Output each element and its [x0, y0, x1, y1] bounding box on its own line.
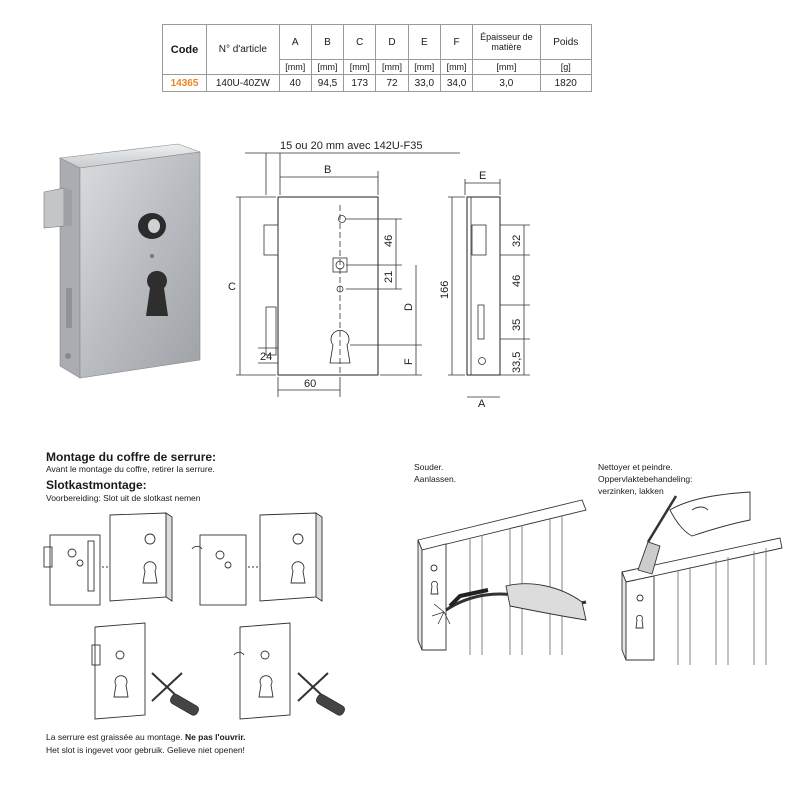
dim-60: 60 — [304, 378, 316, 390]
technical-drawing: 15 ou 20 mm avec 142U-F35 B C 24 60 46 2… — [228, 140, 530, 410]
header-article: N° d'article — [206, 24, 280, 75]
unit-f: [mm] — [439, 59, 474, 75]
cell-f: 34,0 — [439, 74, 474, 92]
dim-166: 166 — [439, 281, 451, 299]
paint-line1: Nettoyer et peindre. — [598, 462, 673, 472]
unit-e: [mm] — [407, 59, 441, 75]
cell-c: 173 — [343, 74, 377, 92]
paint-line3: verzinken, lakken — [598, 486, 664, 496]
dim-21: 21 — [383, 271, 395, 283]
weld-line2: Aanlassen. — [414, 474, 457, 484]
cell-e: 33,0 — [407, 74, 441, 92]
montage-illustration — [43, 512, 345, 720]
cell-d: 72 — [375, 74, 409, 92]
cell-b: 94,5 — [310, 74, 345, 92]
montage-title-nl: Slotkastmontage: — [46, 478, 147, 492]
dim-35: 35 — [511, 319, 523, 331]
dim-24: 24 — [260, 351, 272, 363]
cell-code: 14365 — [161, 74, 208, 92]
label-a: A — [478, 398, 486, 410]
unit-b: [mm] — [310, 59, 345, 75]
cell-a: 40 — [278, 74, 312, 92]
montage-title-fr: Montage du coffre de serrure: — [46, 450, 217, 464]
header-thickness: Épaisseur de matière — [472, 24, 541, 60]
header-b: B — [310, 24, 345, 60]
unit-c: [mm] — [343, 59, 377, 75]
dim-46-side: 46 — [511, 275, 523, 287]
montage-sub-nl: Voorbereiding: Slot uit de slotkast neme… — [46, 493, 201, 503]
weld-illustration — [417, 499, 587, 655]
table-units-row: [mm] [mm] [mm] [mm] [mm] [mm] [mm] [g] — [163, 59, 593, 75]
dim-46-top: 46 — [383, 235, 395, 247]
header-e: E — [407, 24, 441, 60]
header-d: D — [375, 24, 409, 60]
cell-weight: 1820 — [539, 74, 593, 92]
table-row: 14365 140U-40ZW 40 94,5 173 72 33,0 34,0… — [161, 74, 593, 92]
cell-thickness: 3,0 — [472, 74, 541, 92]
unit-weight: [g] — [539, 59, 593, 75]
table-header-row: Code N° d'article A B C D E F Épaisseur … — [161, 24, 593, 75]
montage-sub-fr: Avant le montage du coffre, retirer la s… — [46, 464, 215, 474]
header-f: F — [439, 24, 474, 60]
label-e: E — [479, 170, 486, 182]
header-weight: Poids — [539, 24, 593, 60]
dim-32: 32 — [511, 235, 523, 247]
header-a: A — [278, 24, 312, 60]
paint-illustration — [621, 491, 783, 665]
lock-case-photo — [43, 143, 201, 379]
dim-note-15-20: 15 ou 20 mm avec 142U-F35 — [280, 140, 422, 152]
label-d: D — [403, 303, 415, 311]
dim-33-5: 33,5 — [511, 352, 523, 373]
label-b: B — [324, 164, 331, 176]
footer-fr: La serrure est graissée au montage. Ne p… — [46, 732, 246, 742]
spec-table: Code N° d'article A B C D E F Épaisseur … — [161, 24, 593, 92]
label-c: C — [228, 281, 236, 293]
label-f: F — [403, 358, 415, 365]
footer-nl: Het slot is ingevet voor gebruik. Geliev… — [46, 745, 245, 755]
unit-thickness: [mm] — [472, 59, 541, 75]
header-c: C — [343, 24, 377, 60]
unit-d: [mm] — [375, 59, 409, 75]
unit-a: [mm] — [278, 59, 312, 75]
paint-line2: Oppervlaktebehandeling: — [598, 474, 693, 484]
weld-line1: Souder. — [414, 462, 444, 472]
cell-article: 140U-40ZW — [206, 74, 280, 92]
header-code: Code — [161, 24, 208, 75]
